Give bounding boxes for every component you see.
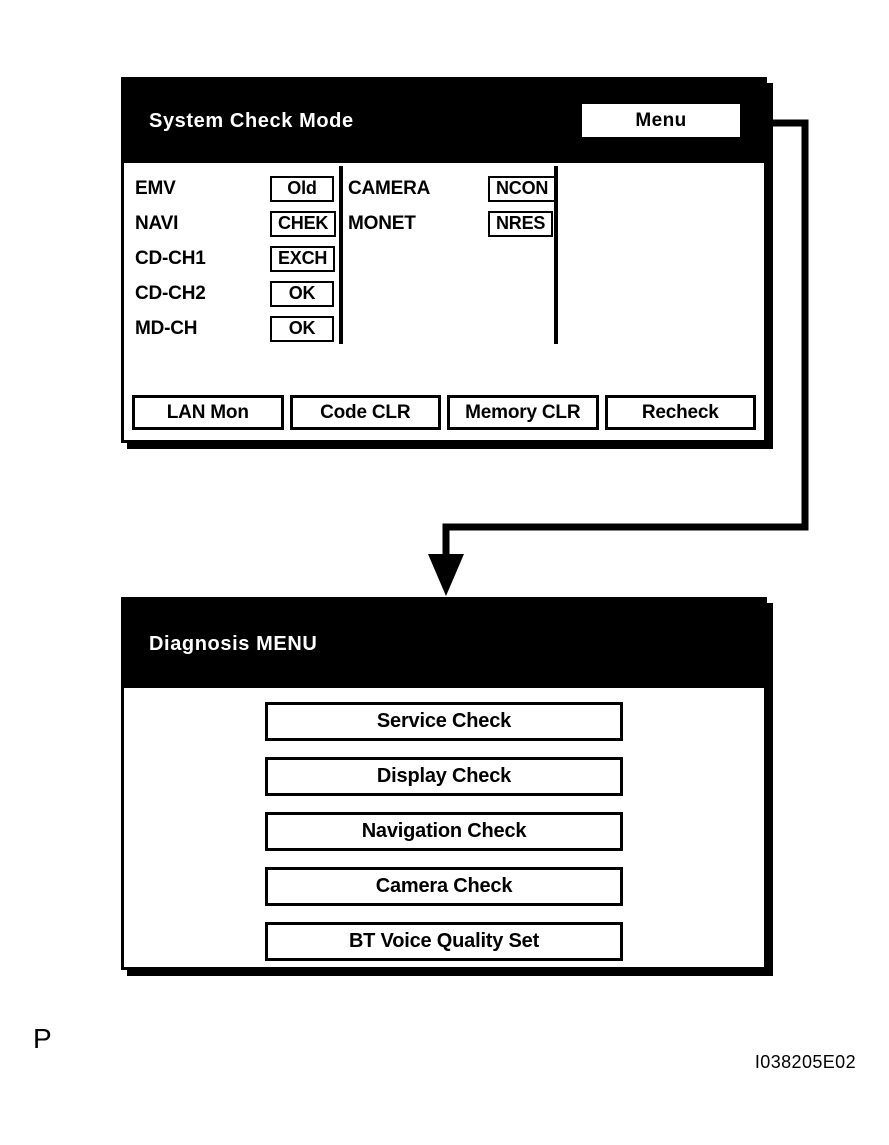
arrowhead-icon (428, 554, 464, 596)
diagnosis-menu-list: Service Check Display Check Navigation C… (124, 702, 764, 961)
page-title: System Check Mode (149, 110, 354, 132)
status-label-navi: NAVI (135, 212, 179, 234)
status-label-camera: CAMERA (348, 177, 431, 199)
system-check-header: System Check Mode Menu (124, 80, 764, 163)
status-column-right: CAMERA NCON MONET NRES (348, 171, 557, 241)
recheck-button[interactable]: Recheck (604, 395, 756, 430)
status-row: CD-CH1 EXCH (135, 241, 336, 276)
page-marker: P (33, 1023, 52, 1054)
status-label-cd-ch2: CD-CH2 (135, 282, 206, 304)
system-check-panel: System Check Mode Menu EMV Old NAVI CHEK… (121, 77, 767, 443)
menu-item-bt-voice-quality-set[interactable]: BT Voice Quality Set (265, 922, 623, 961)
status-label-cd-ch1: CD-CH1 (135, 247, 206, 269)
status-column-left: EMV Old NAVI CHEK CD-CH1 EXCH CD-CH2 OK … (135, 171, 337, 346)
diagnosis-menu-panel: Diagnosis MENU Service Check Display Che… (121, 597, 767, 970)
status-area: EMV Old NAVI CHEK CD-CH1 EXCH CD-CH2 OK … (124, 163, 764, 351)
status-label-monet: MONET (348, 212, 416, 234)
status-label-md-ch: MD-CH (135, 317, 198, 339)
diagnosis-title: Diagnosis MENU (149, 632, 318, 655)
status-value-navi: CHEK (270, 210, 337, 237)
menu-item-service-check[interactable]: Service Check (265, 702, 623, 741)
status-row: MONET NRES (348, 206, 556, 241)
status-row: CD-CH2 OK (135, 276, 336, 311)
status-row: CAMERA NCON (348, 171, 557, 206)
menu-item-display-check[interactable]: Display Check (265, 757, 623, 796)
status-value-emv: Old (270, 175, 334, 202)
status-value-cd-ch2: OK (270, 280, 334, 307)
menu-button[interactable]: Menu (582, 104, 740, 137)
status-value-monet: NRES (488, 210, 554, 237)
status-value-camera: NCON (488, 175, 557, 202)
menu-item-camera-check[interactable]: Camera Check (265, 867, 623, 906)
figure-code: I038205E02 (754, 1052, 856, 1072)
status-row: EMV Old (135, 171, 336, 206)
status-label-emv: EMV (135, 177, 176, 199)
diagnosis-header: Diagnosis MENU (124, 600, 764, 688)
action-button-row: LAN Mon Code CLR Memory CLR Recheck (132, 395, 756, 430)
status-row: MD-CH OK (135, 311, 336, 346)
status-row: NAVI CHEK (135, 206, 337, 241)
memory-clr-button[interactable]: Memory CLR (447, 395, 599, 430)
code-clr-button[interactable]: Code CLR (289, 395, 441, 430)
column-divider-2 (554, 166, 558, 344)
status-value-md-ch: OK (270, 315, 334, 342)
lan-mon-button[interactable]: LAN Mon (132, 395, 284, 430)
system-check-body: EMV Old NAVI CHEK CD-CH1 EXCH CD-CH2 OK … (124, 163, 764, 440)
column-divider-1 (339, 166, 343, 344)
diagnosis-body: Service Check Display Check Navigation C… (124, 688, 764, 967)
status-value-cd-ch1: EXCH (270, 245, 336, 272)
menu-item-navigation-check[interactable]: Navigation Check (265, 812, 623, 851)
